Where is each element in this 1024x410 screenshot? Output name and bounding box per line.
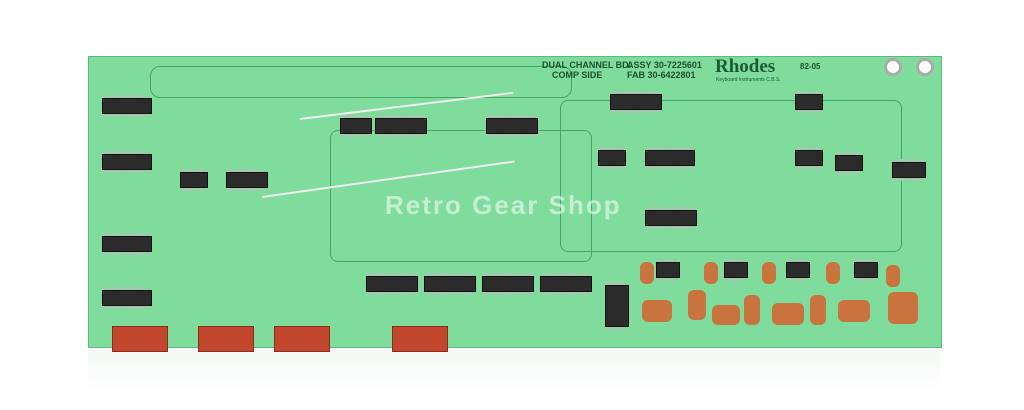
connector-header	[392, 326, 448, 352]
capacitor	[688, 290, 706, 320]
board-title-line2: COMP SIDE	[552, 70, 603, 80]
ic-chip	[724, 259, 748, 281]
connector-header	[198, 326, 254, 352]
capacitor	[704, 262, 718, 284]
capacitor	[772, 303, 804, 325]
ic-chip	[786, 259, 810, 281]
ic-chip	[102, 95, 152, 117]
fab-number: FAB 30-6422801	[627, 70, 696, 80]
ic-chip	[540, 273, 592, 295]
connector-header	[112, 326, 168, 352]
ic-chip	[482, 273, 534, 295]
ic-chip	[605, 282, 629, 330]
ic-chip	[598, 147, 626, 169]
pcb-trace	[150, 66, 572, 98]
ic-chip	[102, 151, 152, 173]
watermark: Retro Gear Shop	[385, 190, 622, 220]
ic-chip	[226, 169, 268, 191]
ic-chip	[795, 91, 823, 113]
capacitor	[888, 292, 918, 324]
ic-chip	[610, 91, 662, 113]
mounting-hole	[884, 58, 902, 76]
capacitor	[762, 262, 776, 284]
board-reflection	[88, 350, 940, 390]
capacitor	[640, 262, 654, 284]
ic-chip	[835, 152, 863, 174]
capacitor	[744, 295, 760, 325]
mounting-hole	[916, 58, 934, 76]
pcb-trace	[330, 130, 592, 262]
ic-chip	[656, 259, 680, 281]
rhodes-logo: Rhodes	[715, 56, 776, 77]
assembly-number: ASSY 30-7225601	[627, 60, 702, 70]
capacitor	[712, 305, 740, 325]
ic-chip	[645, 207, 697, 229]
ic-chip	[795, 147, 823, 169]
ic-chip	[892, 159, 926, 181]
ic-chip	[366, 273, 418, 295]
ic-chip	[486, 115, 538, 137]
capacitor	[838, 300, 870, 322]
ic-chip	[375, 115, 427, 137]
ic-chip	[180, 169, 208, 191]
ic-chip	[424, 273, 476, 295]
capacitor	[642, 300, 672, 322]
ic-chip	[854, 259, 878, 281]
capacitor	[810, 295, 826, 325]
board-title-line1: DUAL CHANNEL BD.	[542, 60, 632, 70]
pcb-trace	[560, 100, 902, 252]
rhodes-logo-subtitle: Keyboard Instruments C.B.S.	[716, 77, 781, 83]
ic-chip	[102, 287, 152, 309]
capacitor	[886, 265, 900, 287]
connector-header	[274, 326, 330, 352]
ic-chip	[645, 147, 695, 169]
date-code: 82-05	[800, 62, 821, 71]
capacitor	[826, 262, 840, 284]
ic-chip	[340, 115, 372, 137]
ic-chip	[102, 233, 152, 255]
